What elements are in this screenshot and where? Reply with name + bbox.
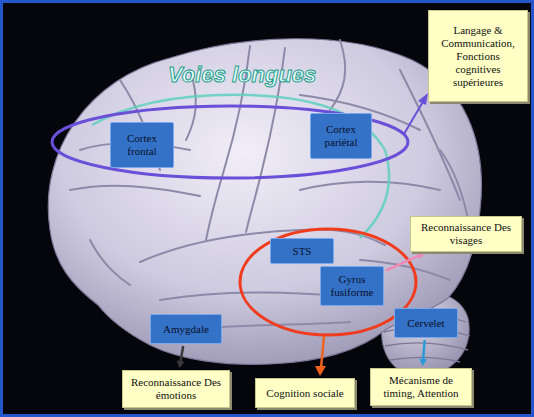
node-text: Mécanisme de timing, Attention — [376, 374, 466, 400]
node-text: Reconnaissance Des émotions — [128, 376, 224, 402]
region-box: Cervelet — [394, 308, 458, 338]
node-text: Langage & Communication, Fonctions cogni… — [434, 24, 522, 89]
region-box: STS — [270, 238, 334, 264]
node-text: Amygdale — [163, 323, 209, 336]
connector-line — [386, 255, 419, 270]
region-box: Cortex frontal — [110, 122, 174, 168]
callout-box: Mécanisme de timing, Attention — [370, 368, 472, 406]
brain-sulci — [70, 40, 470, 330]
node-text: Cortex pariétal — [315, 123, 367, 149]
connector-arrow — [419, 340, 427, 366]
node-text: Cervelet — [407, 317, 444, 330]
arrow-head — [177, 360, 185, 368]
long-pathways-arc — [92, 95, 389, 238]
callout-box: Cognition sociale — [255, 378, 355, 408]
connector-line — [423, 340, 425, 360]
node-text: Cortex frontal — [115, 132, 169, 158]
connector-arrow — [386, 252, 425, 270]
callout-box: Reconnaissance Des visages — [410, 216, 522, 252]
node-text: Gyrus fusiforme — [325, 273, 379, 299]
arrow-head — [419, 359, 427, 366]
connector-line — [180, 346, 183, 362]
connector-arrow — [177, 346, 185, 368]
node-text: STS — [293, 245, 312, 258]
pathway-label: Voies longues — [168, 62, 316, 88]
node-text: Reconnaissance Des visages — [416, 221, 516, 247]
callout-box: Langage & Communication, Fonctions cogni… — [428, 10, 528, 102]
callout-box: Reconnaissance Des émotions — [122, 370, 230, 408]
region-box: Cortex pariétal — [310, 113, 372, 159]
arrow-head — [417, 252, 425, 259]
region-box: Gyrus fusiforme — [320, 266, 384, 306]
cerebrum — [48, 39, 481, 365]
social-ellipse — [240, 229, 416, 335]
region-box: Amygdale — [150, 314, 222, 344]
node-text: Cognition sociale — [266, 387, 343, 400]
cortical-ellipse — [52, 106, 408, 178]
